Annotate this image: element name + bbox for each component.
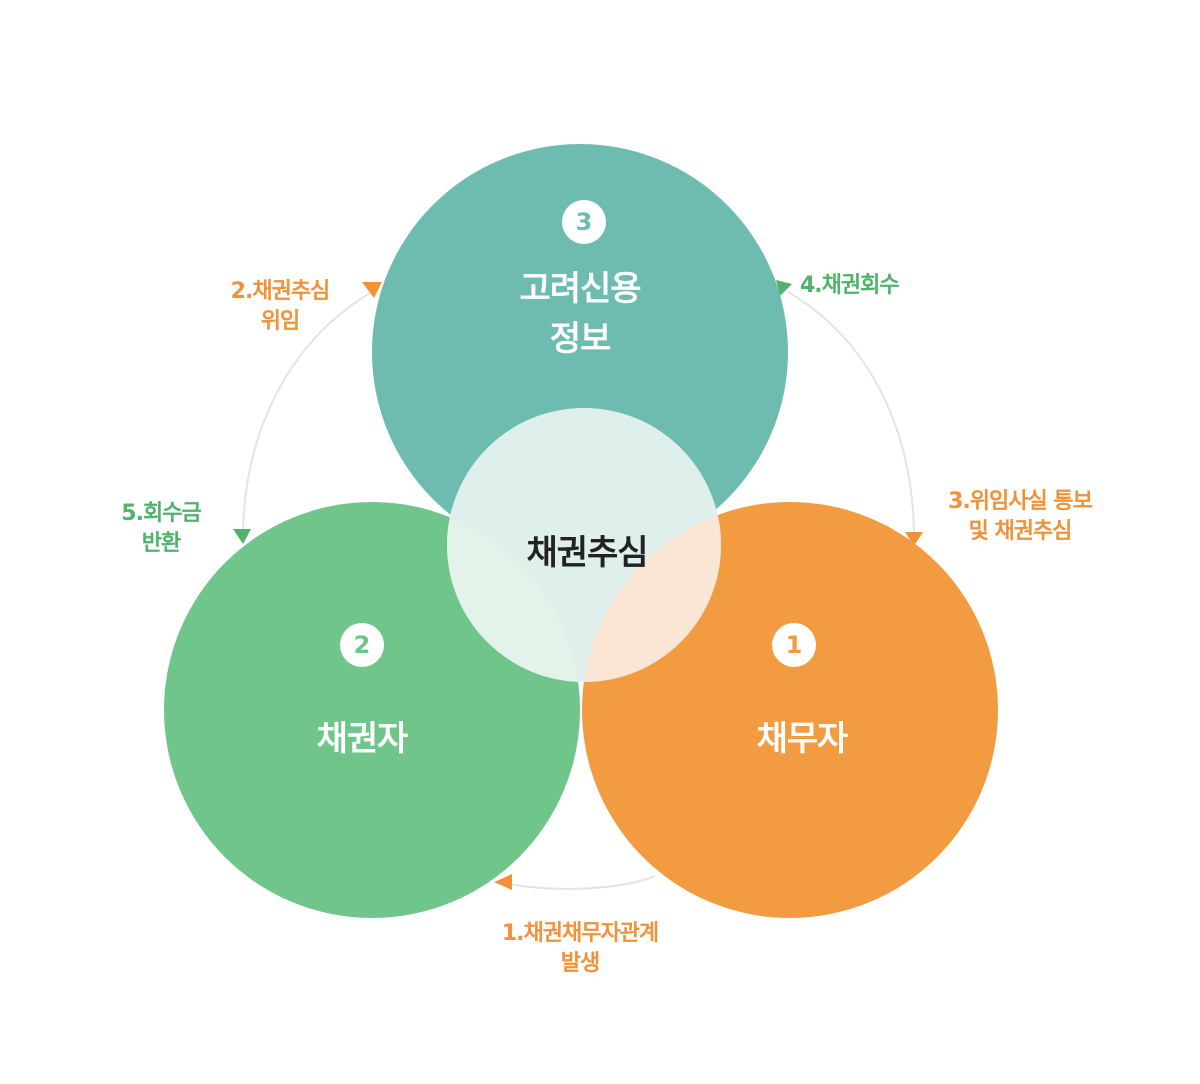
step1-line1: 1.채권채무자관계	[501, 921, 659, 946]
overlap-center-left	[447, 502, 580, 682]
cycle-arc-upper-left	[242, 291, 373, 533]
step5-line1: 5.회수금	[121, 501, 201, 526]
arrow-step3-icon	[905, 532, 923, 546]
badge-2: 2	[340, 623, 384, 667]
step3-line2: 및 채권추심	[968, 519, 1073, 544]
step2-line2: 위임	[260, 309, 300, 334]
center-title: 채권추심	[526, 533, 648, 573]
arrow-step2-icon	[362, 282, 382, 298]
arrow-step5-icon	[233, 529, 251, 544]
overlap-center-right	[582, 502, 721, 682]
top-circle-title-line2: 정보	[549, 319, 612, 359]
step1-line2: 발생	[560, 951, 600, 976]
arrow-step4-icon	[776, 280, 792, 296]
step5-line2: 반환	[141, 531, 181, 556]
badge-1: 1	[772, 623, 816, 667]
arrow-step1-icon	[494, 874, 512, 890]
left-circle-title: 채권자	[316, 719, 409, 759]
right-circle-title: 채무자	[756, 719, 849, 759]
cycle-arc-bottom	[499, 875, 656, 890]
step4-line1: 4.채권회수	[800, 273, 900, 298]
cycle-arc-upper-right	[787, 291, 915, 533]
step3-line1: 3.위임사실 통보	[948, 489, 1093, 514]
top-circle-title-line1: 고려신용	[519, 269, 641, 309]
step2-line1: 2.채권추심	[230, 279, 331, 304]
badge-3: 3	[562, 200, 606, 244]
